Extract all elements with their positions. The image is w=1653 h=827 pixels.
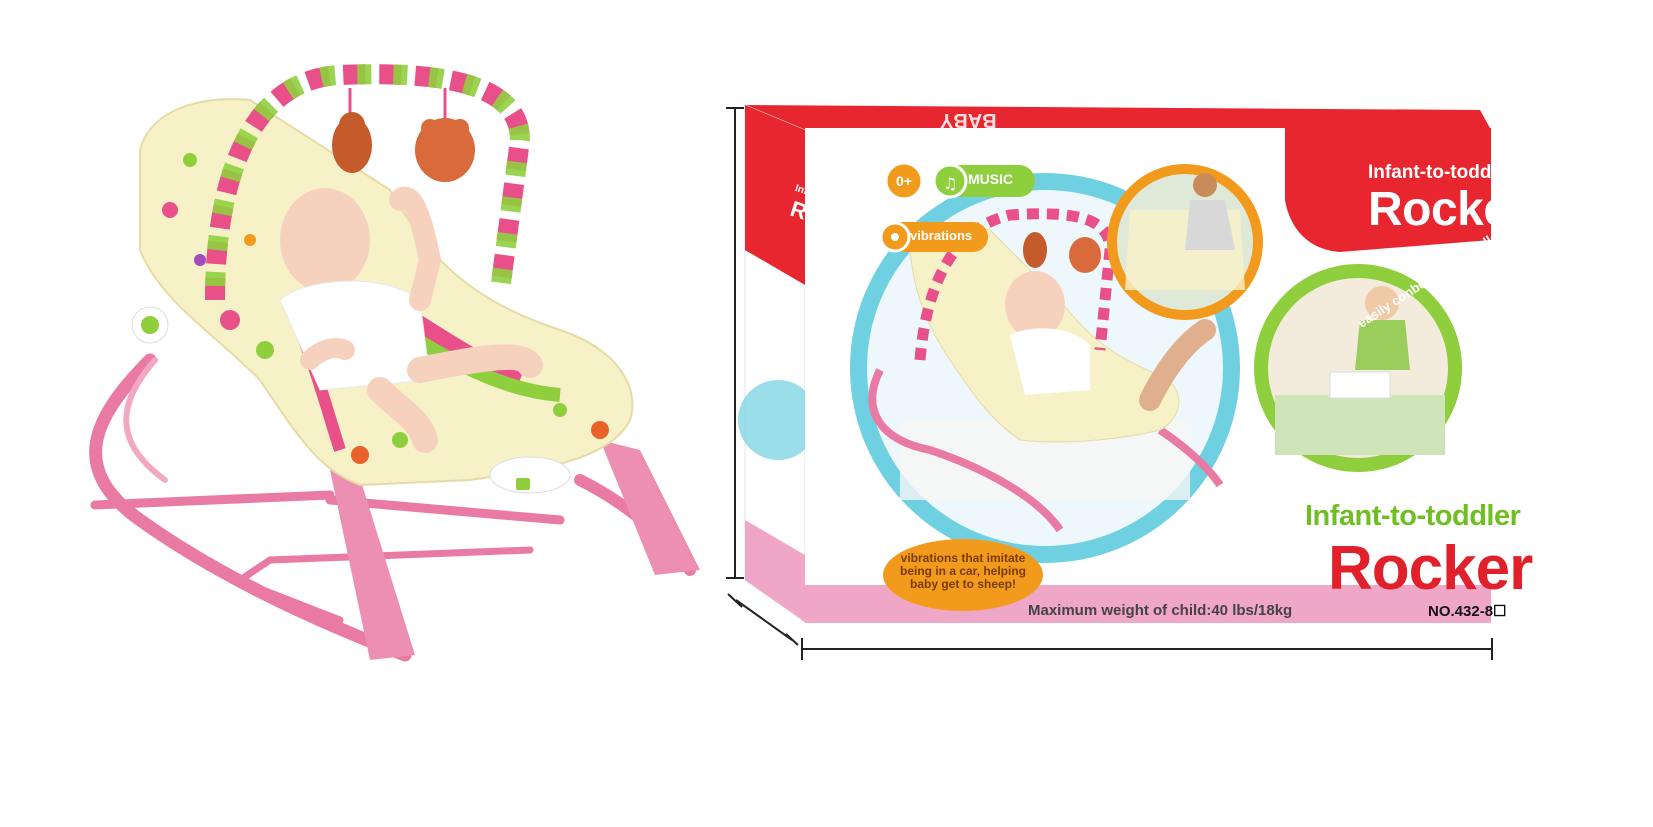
weight-limit-text: Maximum weight of child:40 lbs/18kg [1028, 602, 1293, 619]
age-badge-icon [884, 161, 924, 201]
music-unit [489, 456, 571, 494]
rocker-leg-back [600, 440, 700, 575]
seat-flowers [162, 153, 609, 464]
corner-subtitle: Infant-to-toddler [1368, 162, 1515, 183]
mini-rocker [868, 208, 1224, 533]
corner-title: Rocker [1368, 183, 1528, 236]
svg-text:♫: ♫ [943, 174, 957, 193]
rocker-leg-front [330, 470, 415, 660]
info-bubble [883, 539, 1043, 611]
vibrations-badge-label: vibrations [910, 228, 973, 243]
top-flap-subtitle: Infant-to-toddler Rocker [850, 131, 1044, 150]
hanging-toys [332, 88, 475, 182]
info-bubble-text: vibrations that imitate being in a car, … [899, 551, 1027, 591]
rocker-photo [89, 64, 700, 662]
model-number: NO.432-8☐ [1428, 603, 1507, 620]
baby [279, 186, 543, 453]
product-box: ♫ [726, 104, 1493, 660]
main-subtitle: Infant-to-toddler [1305, 500, 1521, 532]
music-badge-label: MUSIC [968, 171, 1014, 187]
top-flap-brand: BABY [940, 109, 997, 131]
main-title: Rocker [1328, 534, 1533, 603]
corner-banner [1285, 128, 1491, 252]
music-note-icon [932, 163, 968, 199]
box-top-flap [745, 105, 1490, 130]
age-badge-label: 0+ [896, 173, 912, 189]
dimension-lines [726, 107, 1493, 660]
